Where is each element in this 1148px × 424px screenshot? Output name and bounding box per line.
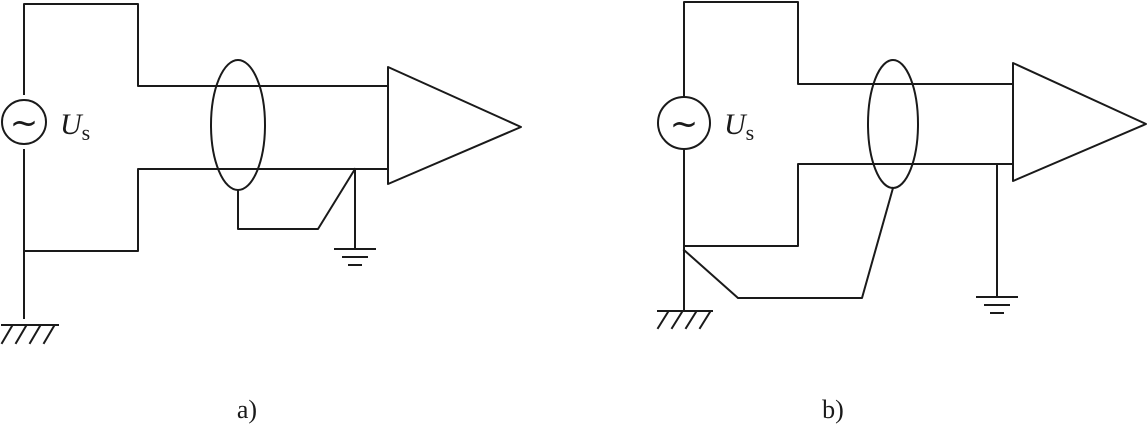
figure-b-earth-ground-icon: [976, 296, 1018, 314]
figure-a: ~ Us a): [0, 3, 522, 424]
figure-a-cable-shield-icon: [210, 59, 266, 191]
figure-b-caption: b): [822, 395, 844, 424]
figure-b-signal-wire-bottom: [683, 149, 1014, 311]
figure-a-caption: a): [237, 395, 257, 424]
figure-b-source-symbol: ~: [670, 104, 699, 144]
figure-a-signal-wire-bottom: [23, 149, 389, 319]
figure-a-signal-wire-top: [23, 3, 389, 95]
figure-a-ac-source-icon: ~: [1, 99, 47, 145]
figure-b-chassis-ground-icon: [656, 310, 713, 330]
figure-b-source-label: Us: [724, 108, 754, 145]
figure-b-cable-shield-icon: [867, 59, 919, 189]
figure-b: ~ Us b): [656, 1, 1147, 424]
figure-b-ac-source-icon: ~: [657, 96, 711, 150]
figure-a-source-symbol: ~: [10, 103, 39, 143]
figure-a-source-label: Us: [60, 108, 90, 145]
figure-a-chassis-ground-icon: [0, 324, 59, 345]
figure-a-amplifier-icon: [387, 66, 522, 185]
figure-a-shield-drain-wire: [237, 167, 357, 230]
figure-a-earth-ground-icon: [334, 248, 376, 266]
figure-b-shield-drain-wire: [682, 186, 895, 299]
figure-b-amplifier-icon: [1012, 62, 1147, 182]
figure-b-signal-wire-top: [683, 1, 1014, 98]
